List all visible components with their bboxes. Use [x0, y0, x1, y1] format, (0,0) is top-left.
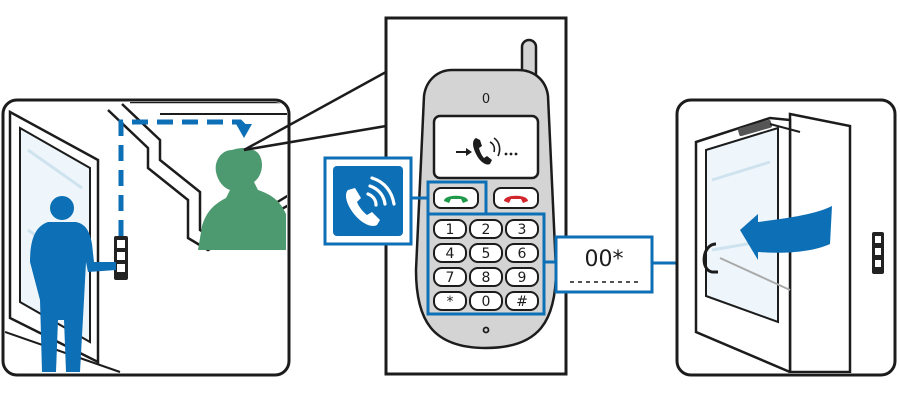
- keypad-key-label: 6: [518, 246, 527, 262]
- end-call-key: [493, 187, 539, 209]
- keypad-key: *: [433, 291, 467, 311]
- keypad-key-label: *: [447, 294, 454, 310]
- keypad-key: 6: [505, 243, 539, 263]
- door-handle: [702, 242, 718, 274]
- zoom-lines: [243, 70, 387, 152]
- keypad-key: 7: [433, 267, 467, 287]
- code-callout-text: 00*: [585, 247, 624, 272]
- keypad-key-label: 5: [482, 246, 491, 262]
- keypad-key: 0: [469, 291, 503, 311]
- call-key: [433, 187, 479, 209]
- keypad-key: 1: [433, 219, 467, 239]
- phone-top-digit: 0: [482, 92, 490, 107]
- keypad-key-label: 9: [518, 270, 527, 286]
- screen-incoming-call-icon: [456, 137, 518, 165]
- panel-mobile-phone: 0 1 2 3 4 5 6 7 8 9 * 0 #: [384, 16, 568, 376]
- panel-door-opening: [675, 98, 897, 377]
- intercom-panel: [114, 236, 128, 280]
- resident-on-phone: [198, 148, 286, 250]
- keypad-highlight: [426, 212, 546, 316]
- visitor-silhouette: [30, 196, 116, 372]
- intercom-panel-right: [872, 232, 884, 274]
- panel-visitor-door: [1, 98, 291, 377]
- incoming-call-icon: [346, 188, 380, 226]
- keypad-key-label: 1: [446, 222, 455, 238]
- door-closer: [738, 119, 801, 137]
- keypad-key: 9: [505, 267, 539, 287]
- keypad-key-label: 2: [482, 222, 491, 238]
- keypad: 1 2 3 4 5 6 7 8 9 * 0 #: [433, 219, 539, 311]
- keypad-key-label: #: [516, 294, 528, 310]
- door-open-arrow: [740, 206, 832, 260]
- keypad-key: 3: [505, 219, 539, 239]
- keypad-key: 4: [433, 243, 467, 263]
- signal-arrowhead: [236, 124, 252, 138]
- phone-microphone: [482, 326, 490, 334]
- keypad-key: 8: [469, 267, 503, 287]
- keypad-key-label: 0: [482, 294, 491, 310]
- keypad-key: 2: [469, 219, 503, 239]
- code-callout: 00*: [554, 235, 654, 294]
- keypad-key-label: 7: [446, 270, 455, 286]
- phone-screen: [432, 114, 540, 180]
- keypad-key-label: 8: [482, 270, 491, 286]
- keypad-key: #: [505, 291, 539, 311]
- incoming-call-callout: [323, 156, 413, 246]
- keypad-key: 5: [469, 243, 503, 263]
- keypad-key-label: 3: [518, 222, 527, 238]
- keypad-key-label: 4: [446, 246, 455, 262]
